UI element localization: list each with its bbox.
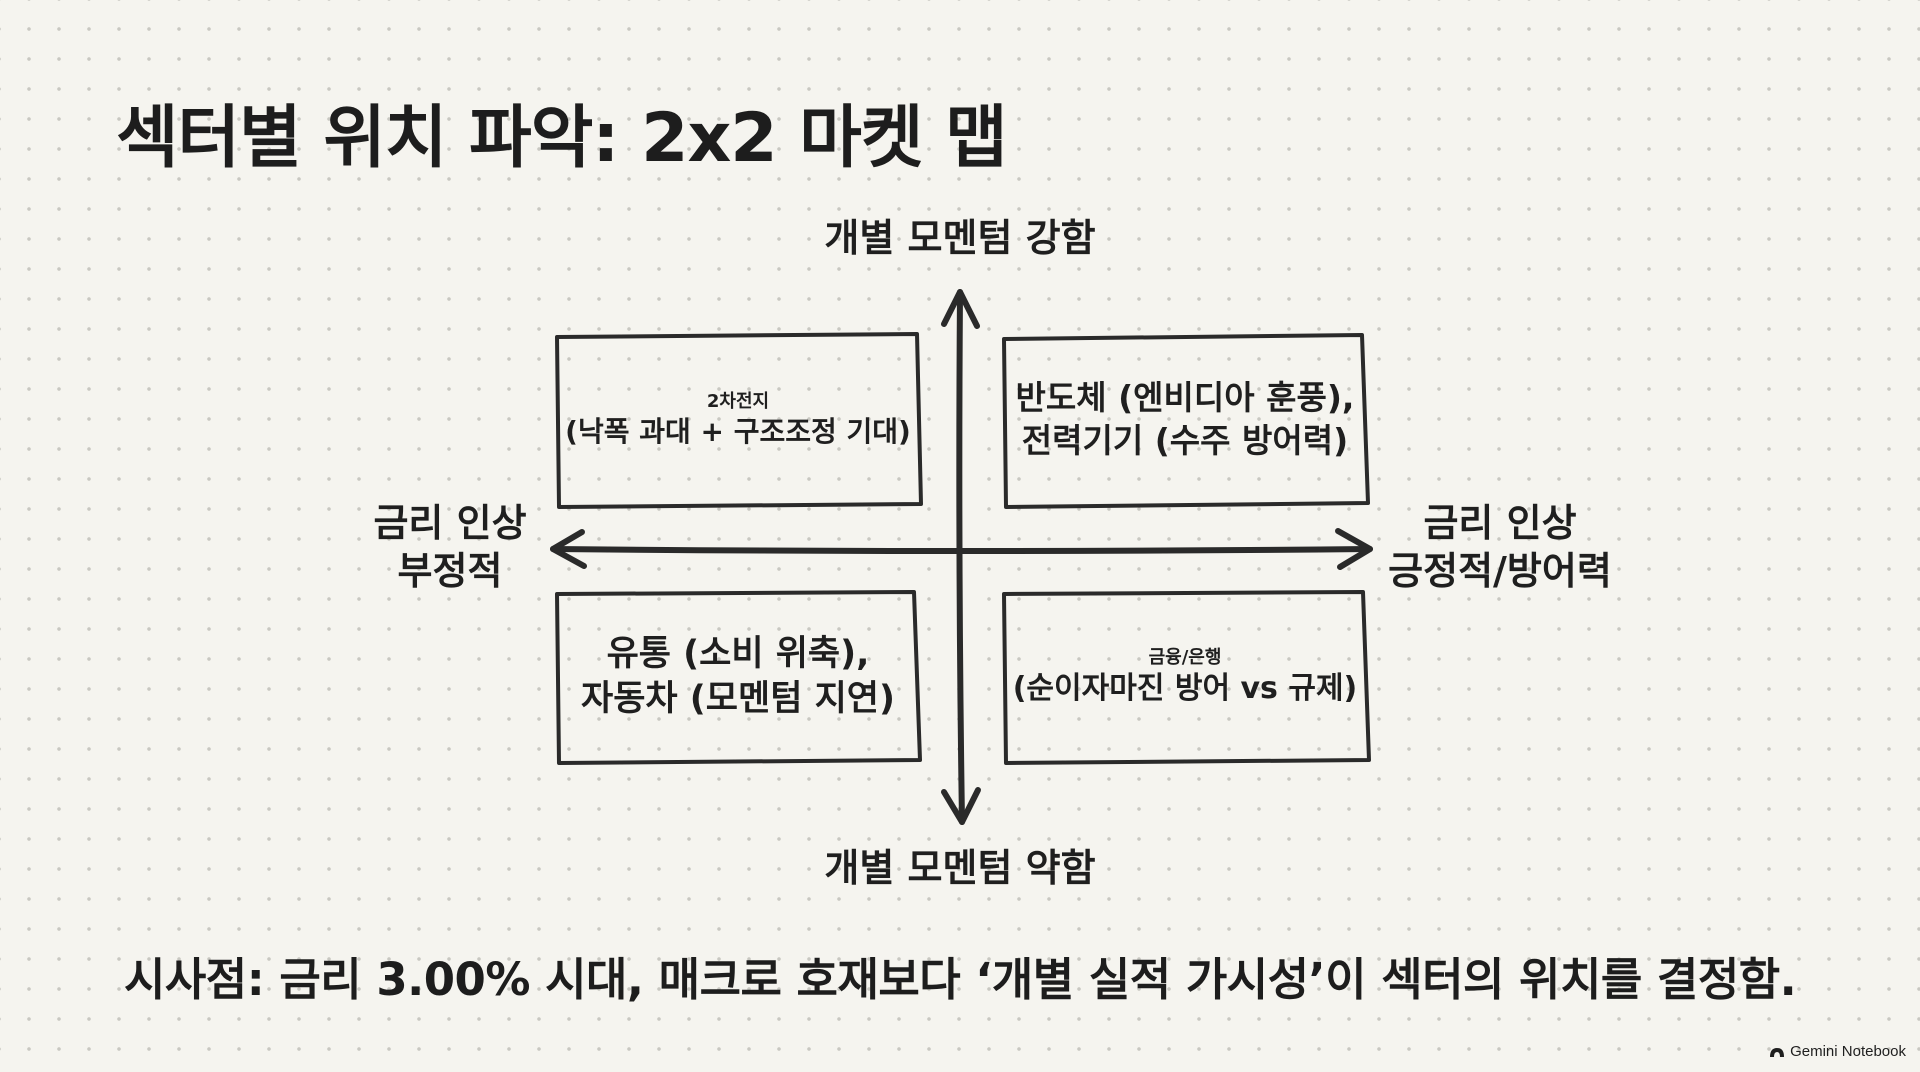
axis-label-bottom: 개별 모멘텀 약함 [824, 846, 1096, 890]
quadrant-top-right-line-1: 반도체 (엔비디아 훈풍), [1015, 378, 1355, 418]
quadrant-top-left-line-2: (낙폭 과대 + 구조조정 기대) [565, 414, 911, 448]
quadrant-box-bottom-left [555, 590, 922, 765]
axis-label-left: 금리 인상 부정적 [330, 500, 570, 595]
brand-label: Gemini Notebook [1790, 1043, 1906, 1060]
brand-watermark: Gemini Notebook [1769, 1043, 1906, 1060]
horizontal-axis-arrow-left [550, 529, 587, 569]
quadrant-bottom-left-line-2: 자동차 (모멘텀 지연) [581, 679, 895, 719]
vertical-axis-arrow-down [941, 787, 981, 825]
quadrant-top-left: 2차전지 (낙폭 과대 + 구조조정 기대) [556, 336, 920, 504]
axis-label-right-line-1: 금리 인상 [1423, 501, 1577, 545]
vertical-axis-arrow-up [941, 289, 980, 329]
axis-label-right: 금리 인상 긍정적/방어력 [1355, 500, 1645, 595]
quadrant-bottom-right: 금융/은행 (순이자마진 방어 vs 규제) [1004, 592, 1366, 762]
quadrant-box-top-left [555, 332, 923, 509]
axis-label-top: 개별 모멘텀 강함 [824, 216, 1096, 260]
vertical-axis-line [956, 289, 965, 825]
quadrant-box-bottom-right [1002, 590, 1371, 765]
quadrant-bottom-left-line-1: 유통 (소비 위축), [606, 633, 870, 674]
takeaway-text: 시사점: 금리 3.00% 시대, 매크로 호재보다 ‘개별 실적 가시성’이 … [124, 953, 1797, 1006]
horizontal-axis-arrow-right [1335, 528, 1373, 570]
quadrant-top-left-line-1: 2차전지 [706, 391, 770, 413]
axis-label-right-line-2: 긍정적/방어력 [1388, 548, 1612, 593]
axis-label-left-line-2: 부정적 [397, 548, 503, 593]
gemini-notebook-icon [1770, 1047, 1785, 1057]
horizontal-axis-line [550, 546, 1373, 554]
axis-label-left-line-1: 금리 인상 [373, 501, 527, 545]
quadrant-top-right-line-2: 전력기기 (수주 방어력) [1021, 421, 1349, 460]
quadrant-bottom-left: 유통 (소비 위축), 자동차 (모멘텀 지연) [556, 592, 920, 762]
page-title: 섹터별 위치 파악: 2x2 마켓 맵 [116, 99, 1008, 178]
quadrant-bottom-right-line-2: (순이자마진 방어 vs 규제) [1012, 671, 1358, 707]
quadrant-bottom-right-line-1: 금융/은행 [1148, 646, 1222, 668]
quadrant-box-top-right [1002, 333, 1370, 509]
quadrant-top-right: 반도체 (엔비디아 훈풍), 전력기기 (수주 방어력) [1004, 336, 1366, 504]
